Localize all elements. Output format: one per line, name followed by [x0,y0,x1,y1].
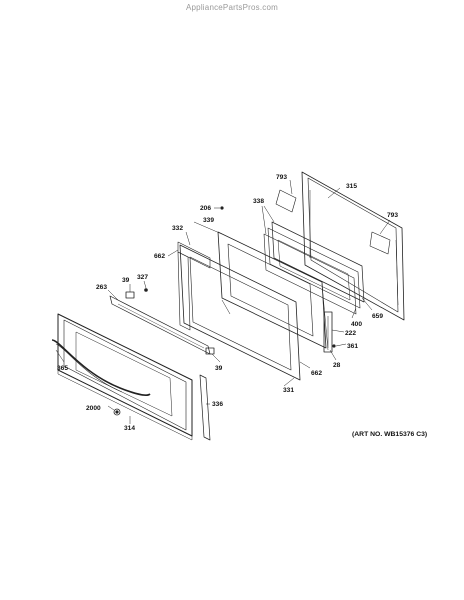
callout-339: 339 [203,217,214,224]
insulation-pad-lower [369,231,391,255]
callout-662-left: 662 [154,253,165,260]
screw-206 [220,206,224,210]
hinge-clip-upper [125,291,135,299]
callout-338: 338 [253,198,264,205]
callout-332: 332 [172,225,183,232]
hinge-bracket-bar [109,295,211,355]
callout-662-right: 662 [311,370,322,377]
door-liner-frame [179,244,301,381]
leader-lines [55,179,391,424]
callout-400: 400 [351,321,362,328]
callout-39-lower: 39 [215,365,223,372]
callout-314: 314 [124,425,135,432]
insulation-pad-upper [275,189,297,213]
callout-206: 206 [200,205,211,212]
callout-222: 222 [345,330,356,337]
insulation-frame-left [177,241,211,331]
door-gasket [199,374,211,441]
callout-793-lower: 793 [387,212,398,219]
control-knob [113,408,121,416]
callout-315: 315 [346,183,357,190]
door-handle [51,339,151,396]
callout-263: 263 [96,284,107,291]
callout-336: 336 [212,401,223,408]
callout-327: 327 [137,274,148,281]
callout-365: 365 [57,365,68,372]
outer-door-panel [57,313,193,441]
art-number: (ART NO. WB15376 C3) [352,431,428,438]
inner-door-frame [217,231,329,351]
screw [144,288,148,292]
callout-331: 331 [283,387,294,394]
hinge-clip-lower [205,347,215,355]
rear-door-panel [301,171,405,321]
callout-793-upper: 793 [276,174,287,181]
callout-28: 28 [333,362,341,369]
door-hinge [323,311,336,353]
callout-361: 361 [347,343,358,350]
callout-39-upper: 39 [122,277,130,284]
callout-659: 659 [372,313,383,320]
watermark: AppliancePartsPros.com [186,3,278,12]
callout-2000: 2000 [86,405,101,412]
window-glass-assembly [263,221,365,315]
